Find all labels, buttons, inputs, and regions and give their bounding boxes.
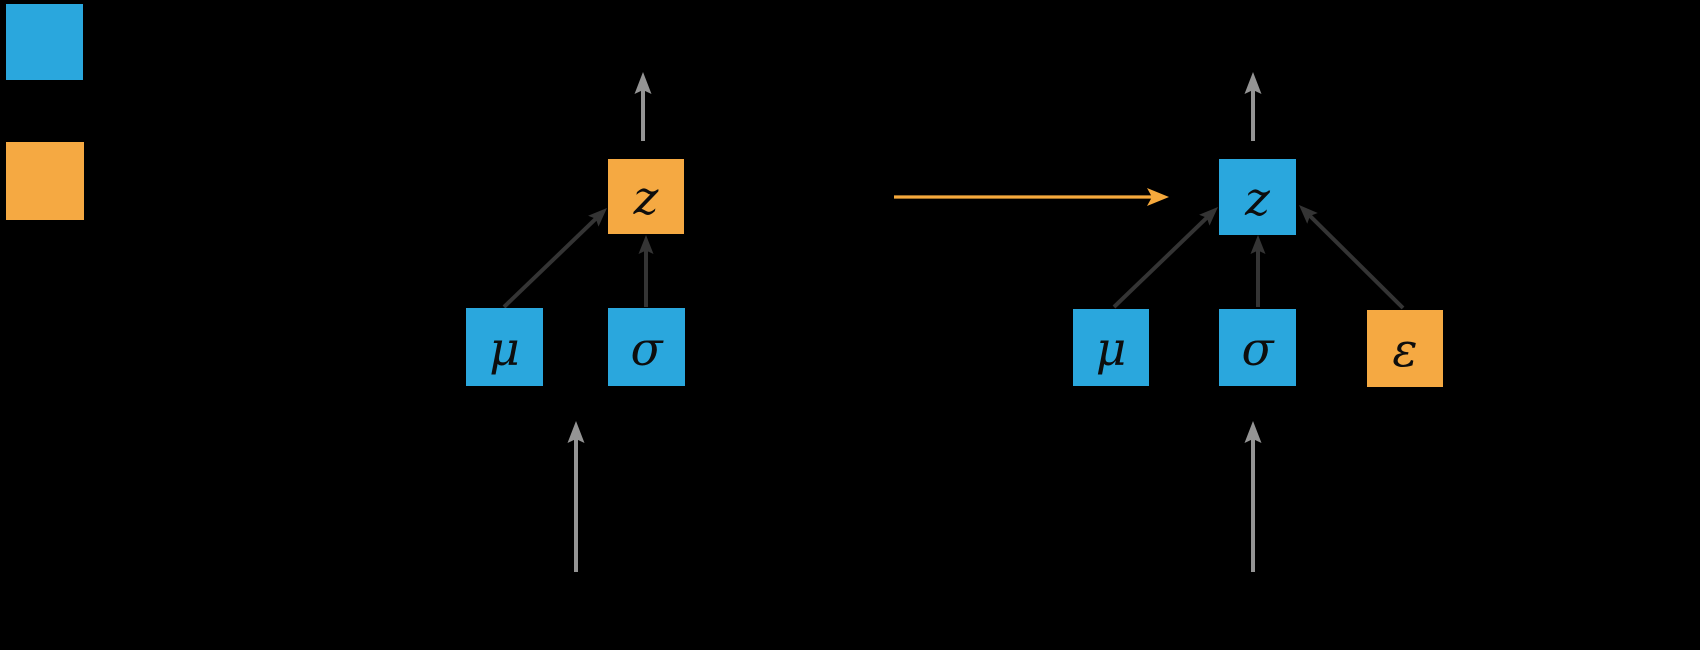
right-mu-to-z-arrow (1112, 207, 1218, 309)
left-output-arrow (634, 72, 652, 141)
left-graph-node-sigma-label: σ (630, 321, 663, 377)
right-graph-node-z: z (1219, 159, 1296, 235)
right-graph-node-epsilon-label: ε (1392, 323, 1418, 378)
transform-arrow (894, 188, 1169, 206)
right-graph-node-sigma-label: σ (1241, 322, 1274, 377)
left-sigma-to-z-arrow (638, 235, 654, 307)
left-graph-node-sigma: σ (608, 308, 685, 386)
right-graph-node-z-label: z (1245, 171, 1270, 227)
left-input-arrow (567, 421, 585, 572)
left-mu-to-z-arrow (502, 208, 607, 309)
right-input-arrow (1244, 421, 1262, 572)
right-sigma-to-z-arrow (1250, 235, 1266, 307)
left-graph-node-z: z (608, 159, 684, 234)
right-graph-node-mu: μ (1073, 309, 1149, 386)
legend-blue-swatch (6, 4, 83, 80)
right-epsilon-to-z-arrow (1299, 205, 1405, 310)
right-graph-node-epsilon: ε (1367, 310, 1443, 387)
right-output-arrow (1244, 72, 1262, 141)
right-graph-node-sigma: σ (1219, 309, 1296, 386)
left-graph-node-mu-label: μ (489, 321, 520, 377)
left-graph-node-z-label: z (633, 171, 659, 226)
right-graph-node-mu-label: μ (1095, 322, 1127, 377)
left-graph-node-mu: μ (466, 308, 543, 386)
legend-orange-swatch (6, 142, 84, 220)
